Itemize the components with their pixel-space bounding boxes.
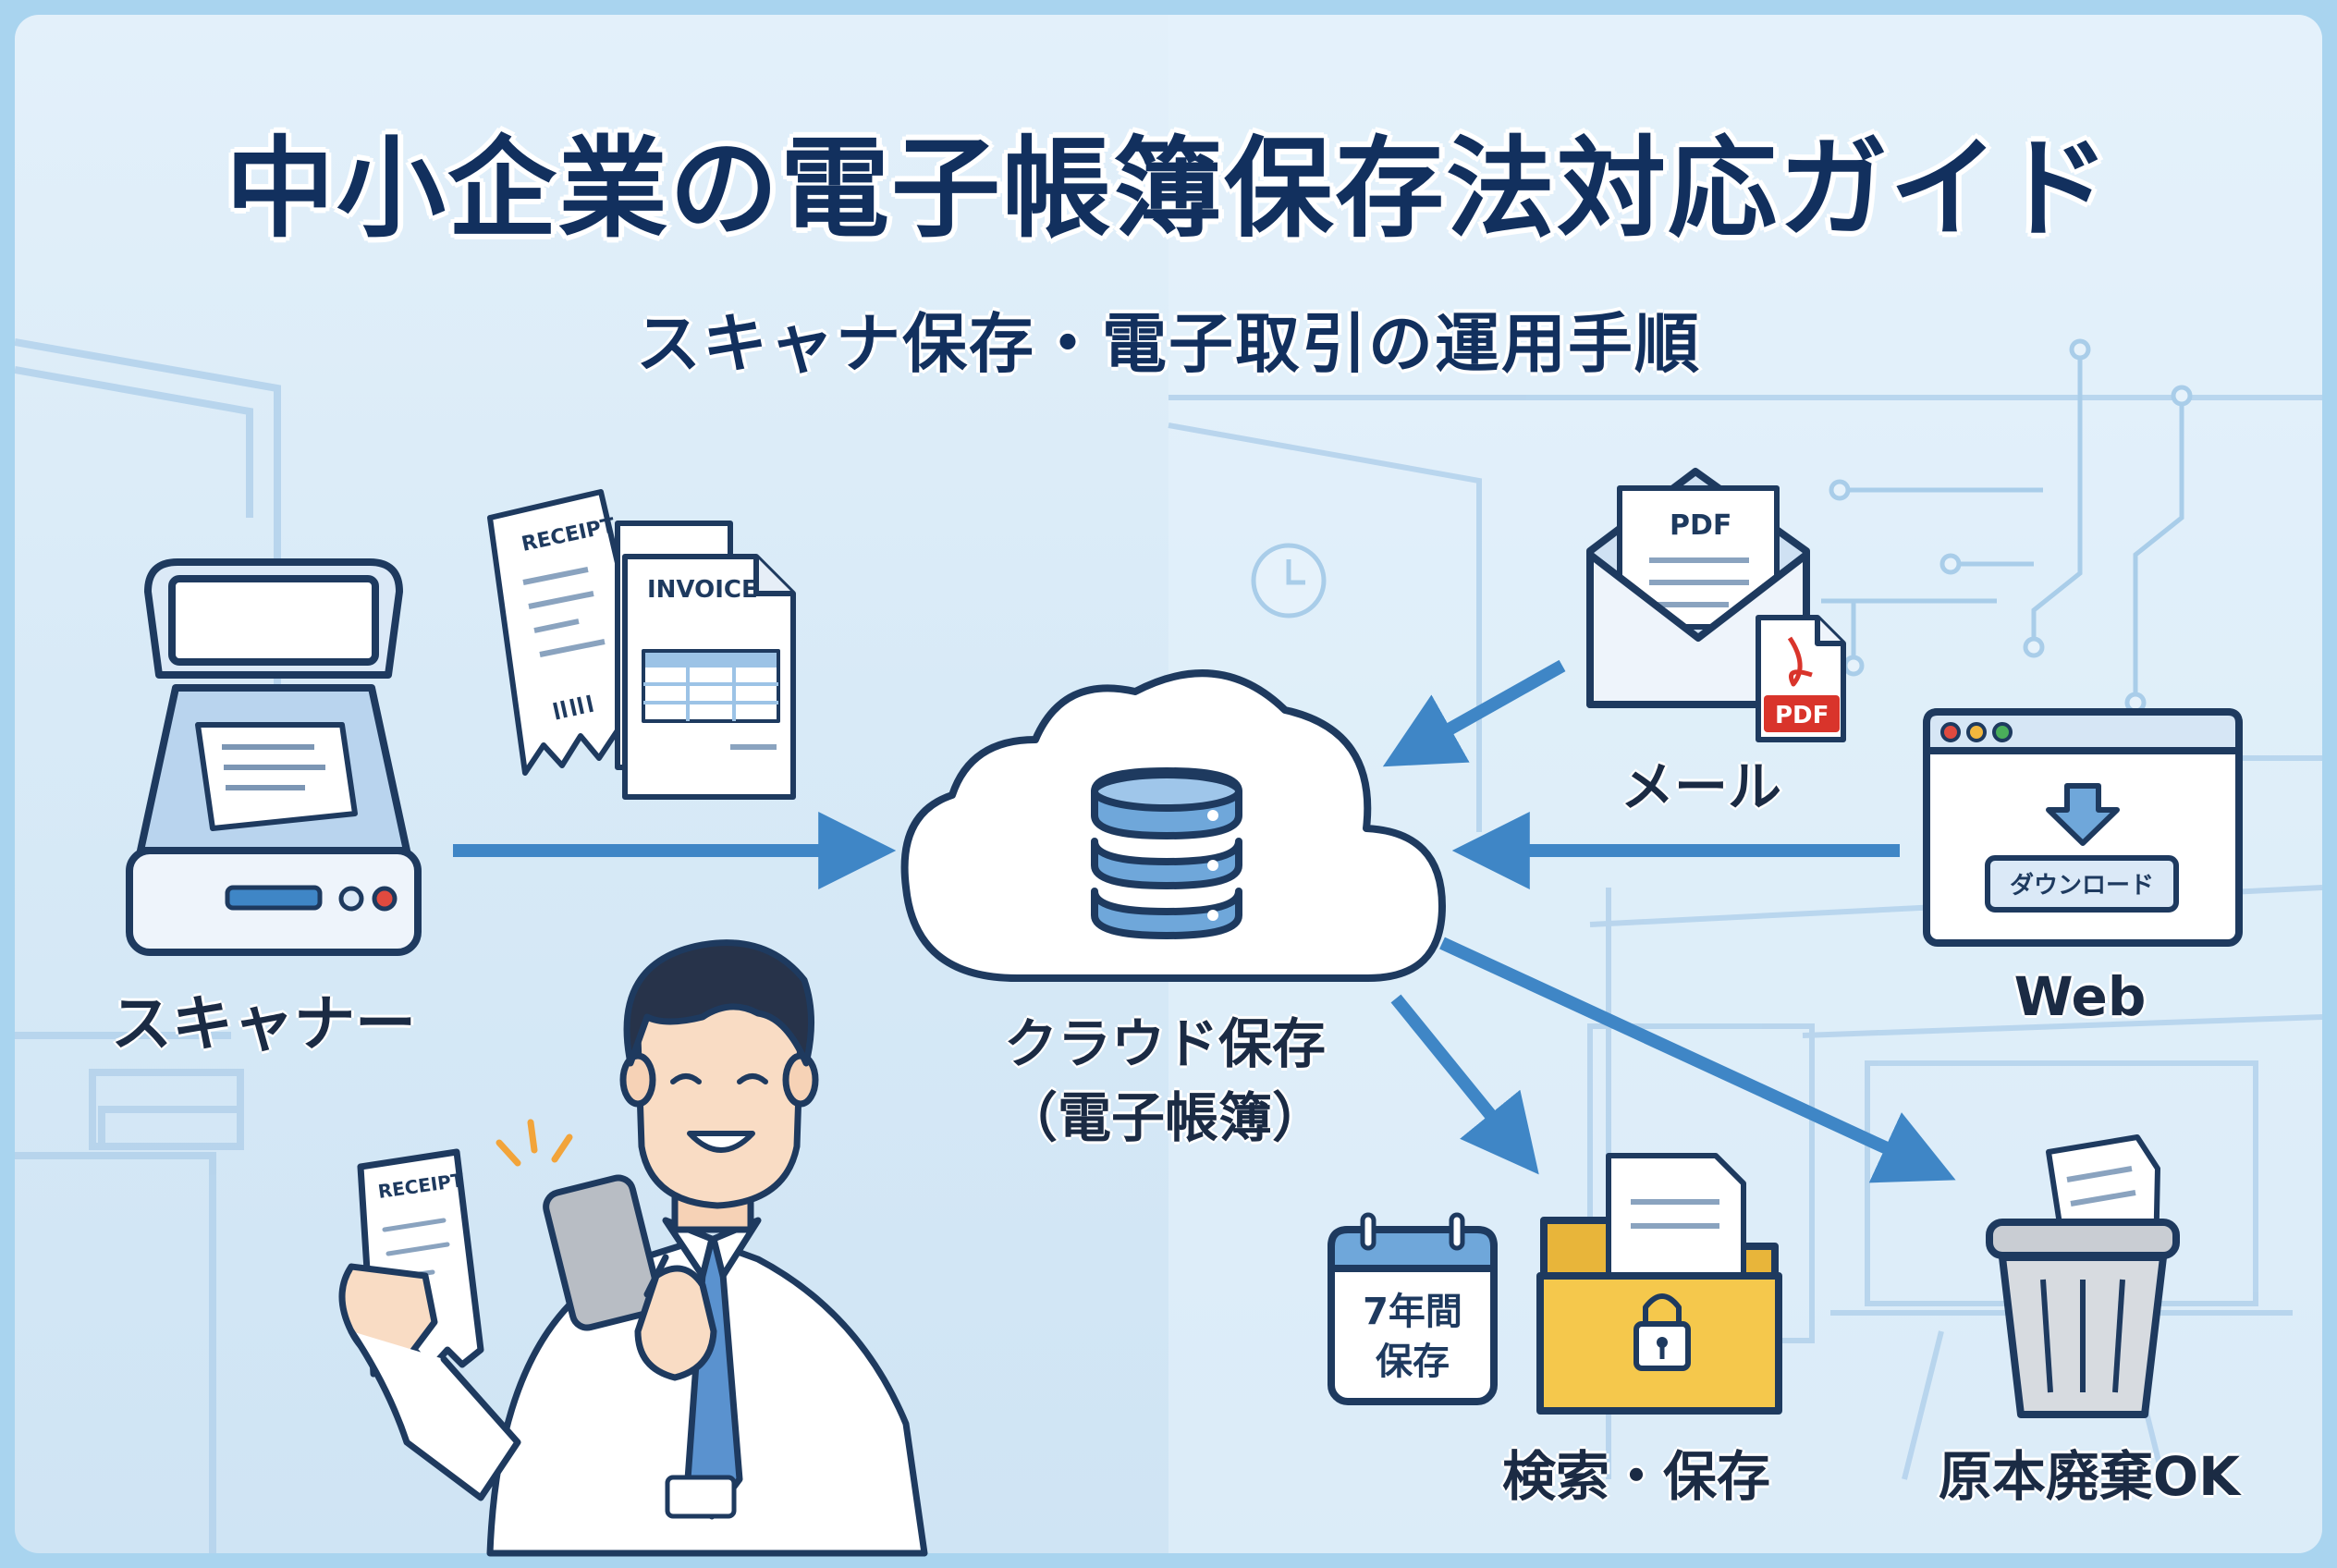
- scanner-label: スキャナー: [111, 988, 416, 1060]
- scanner-icon: [126, 558, 422, 956]
- calendar-line-2: 保存: [1376, 1341, 1450, 1383]
- trash-bin-icon: [1986, 1134, 2180, 1418]
- invoice-label: INVOICE: [647, 576, 758, 604]
- download-button-label: ダウンロード: [2010, 871, 2154, 900]
- page-title: 中小企業の電子帳簿保存法対応ガイド: [225, 125, 2111, 252]
- cloud-label: クラウド保存: [1003, 1012, 1326, 1075]
- pdf-file-label: PDF: [1775, 702, 1829, 729]
- pdf-file-icon: PDF: [1756, 615, 1846, 742]
- arrow-cloud-to-trash: [1439, 937, 1956, 1183]
- person-illustration: RECEIPT: [338, 939, 928, 1557]
- calendar-line-1: 7年間: [1363, 1291, 1462, 1333]
- browser-download-icon: ダウンロード: [1923, 708, 2243, 947]
- arrow-cloud-to-folder: [1390, 994, 1539, 1175]
- web-label: Web: [2013, 965, 2147, 1028]
- flow-arrows: [453, 659, 1956, 1183]
- page-subtitle: スキャナ保存・電子取引の運用手順: [636, 306, 1701, 382]
- email-pdf-label: PDF: [1670, 509, 1731, 542]
- cloud-sublabel: （電子帳簿）: [1003, 1086, 1326, 1149]
- locked-folder-icon: [1536, 1153, 1782, 1415]
- invoice-icon: INVOICE: [615, 521, 796, 800]
- search-save-label: 検索・保存: [1501, 1445, 1770, 1508]
- calendar-icon: 7年間 保存: [1328, 1212, 1498, 1405]
- email-label: メール: [1620, 755, 1781, 818]
- email-icon: PDF: [1586, 468, 1810, 708]
- receipt-icon: RECEIPT: [487, 489, 657, 776]
- cloud-database-icon: [900, 669, 1446, 982]
- arrow-email-to-cloud: [1382, 659, 1566, 767]
- discard-ok-label: 原本廃棄OK: [1938, 1445, 2241, 1508]
